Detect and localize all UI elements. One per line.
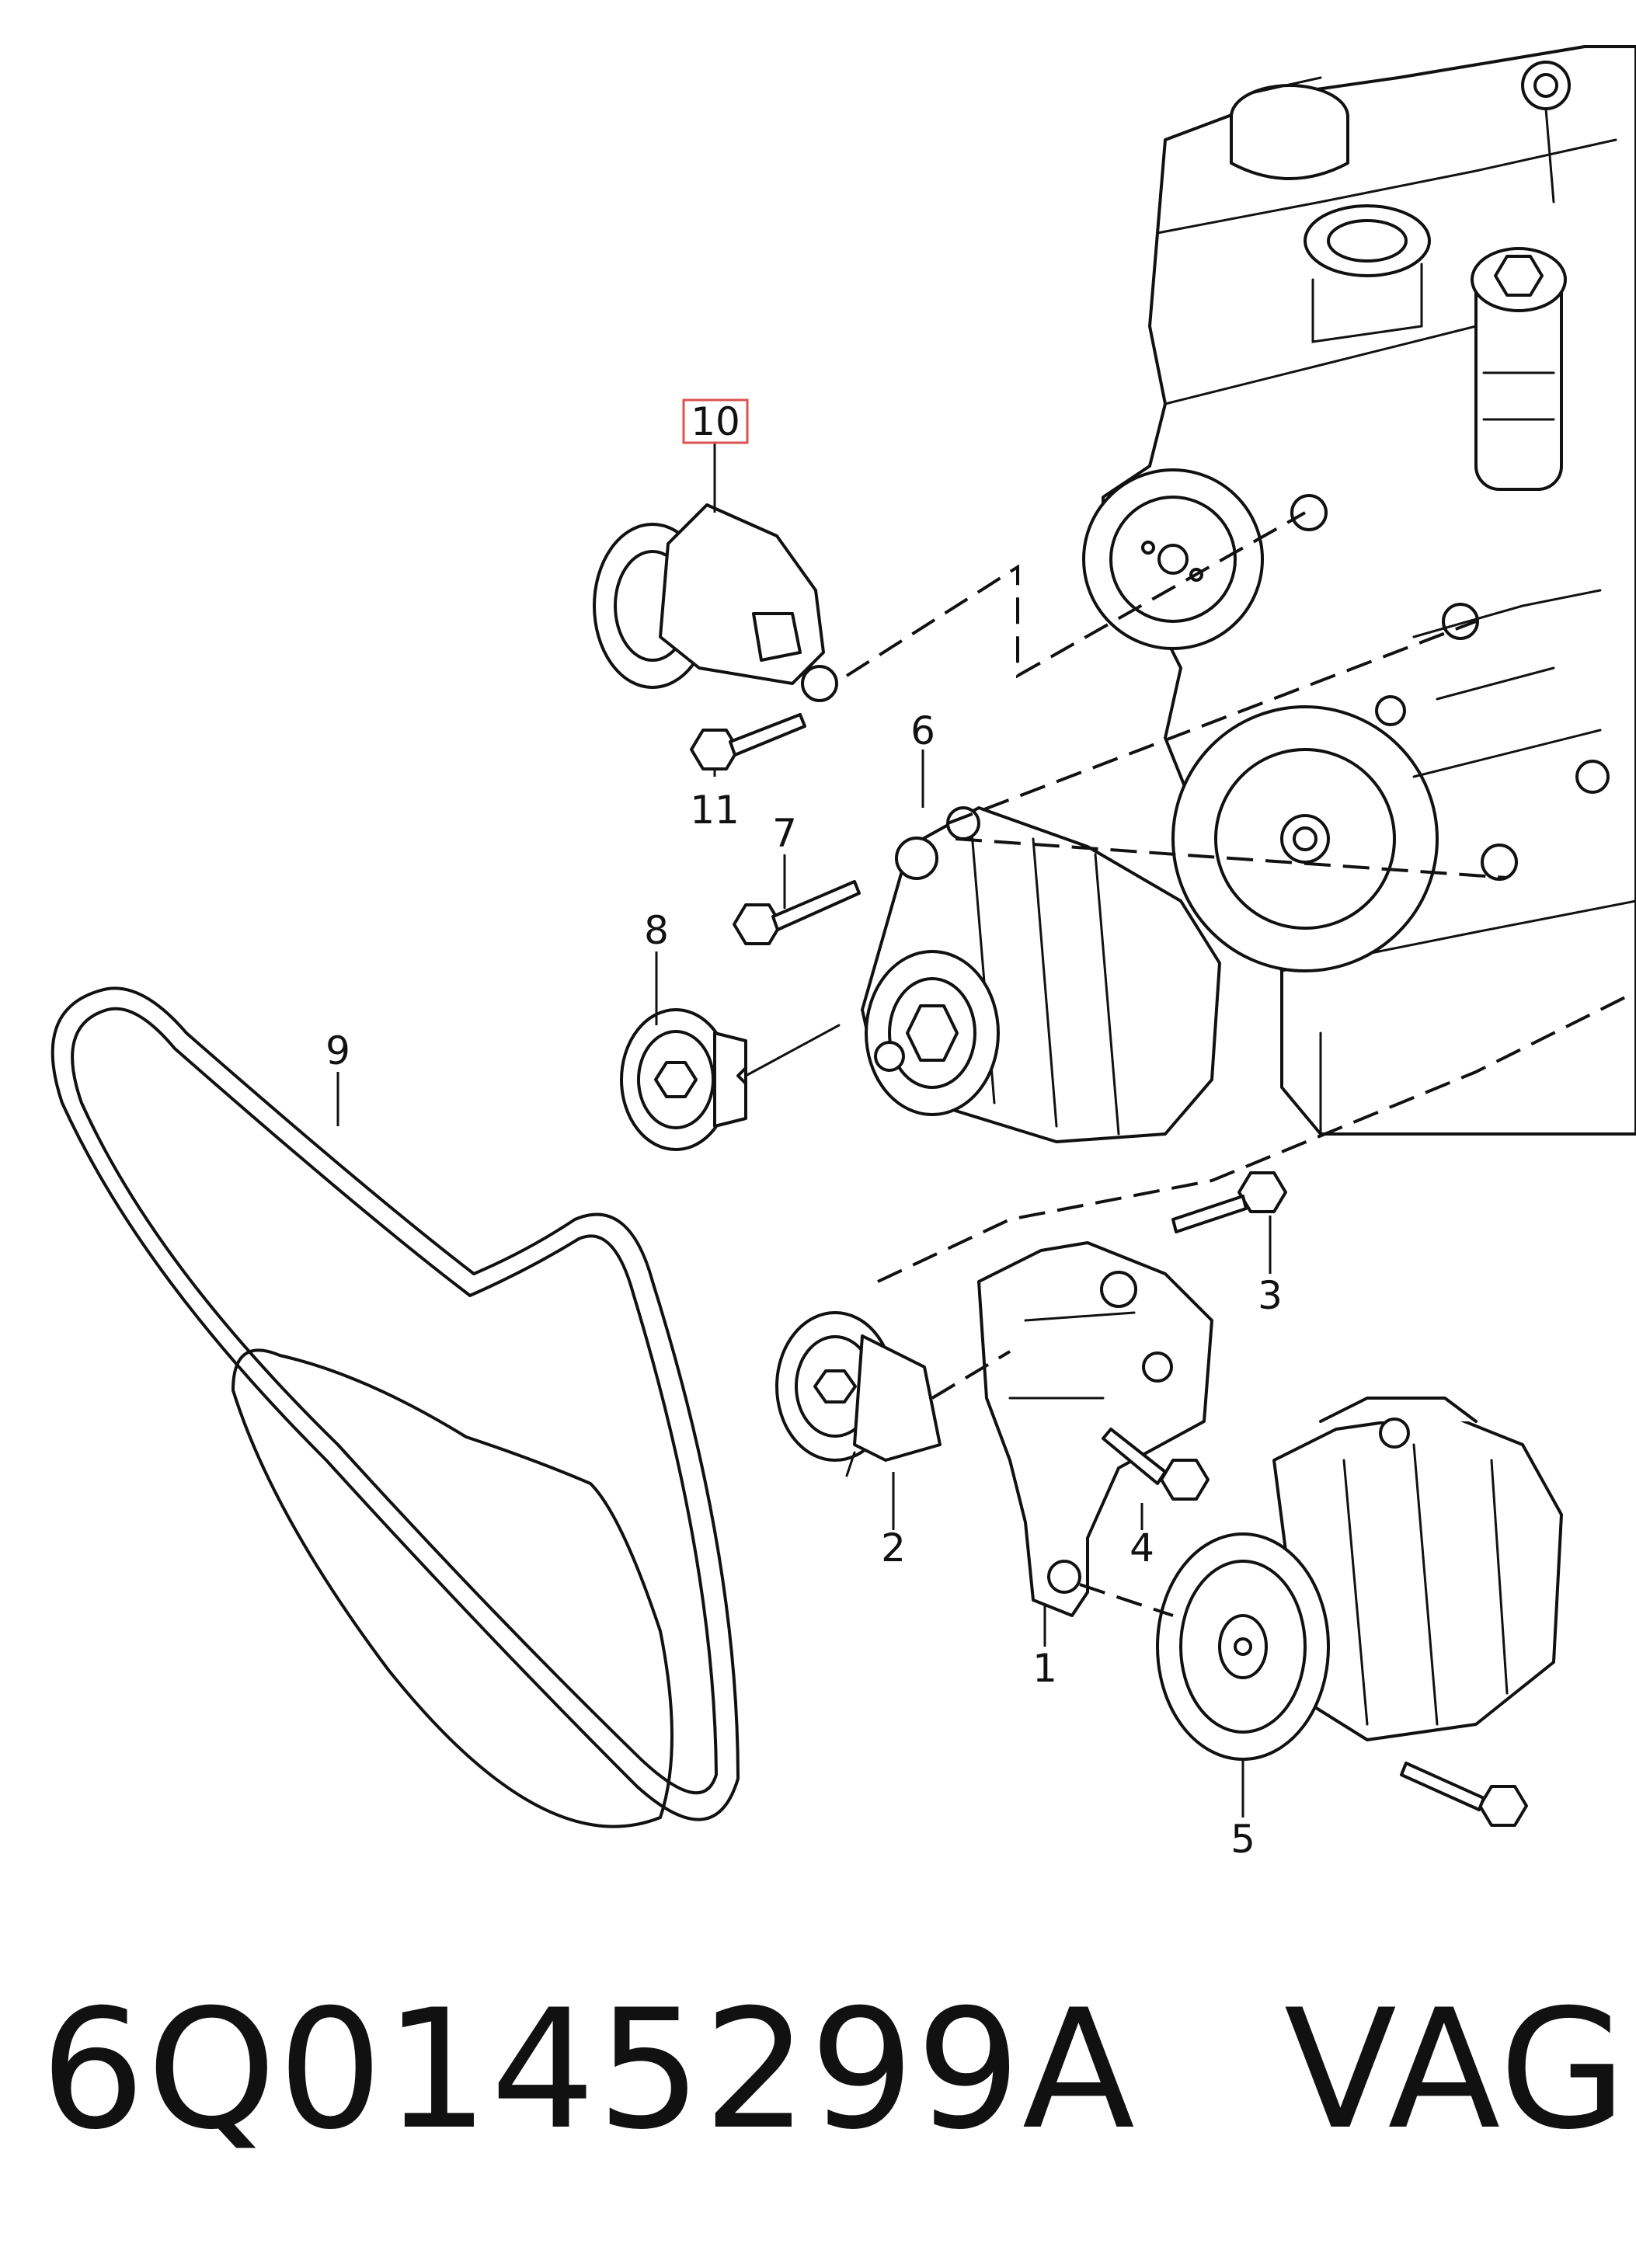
callout-5[interactable]: 5: [1230, 1817, 1255, 1862]
ac-compressor: [1156, 1397, 1563, 1761]
part-caption: 6Q0145299A VAG: [40, 1969, 1627, 2171]
tensioner-pulley: [775, 1311, 942, 1477]
callout-3[interactable]: 3: [1258, 1273, 1283, 1318]
engine-block: [1082, 45, 1636, 1136]
tensioner-assembly: [593, 503, 838, 702]
part-number: 6Q0145299A: [40, 1974, 1136, 2165]
bracket: [977, 1241, 1213, 1617]
callout-8[interactable]: 8: [644, 908, 669, 953]
bolt-7: [733, 880, 861, 945]
callout-10-highlight: [682, 398, 749, 444]
callout-9[interactable]: 9: [325, 1028, 350, 1073]
alternator: [861, 806, 1221, 1143]
callout-4[interactable]: 4: [1130, 1525, 1154, 1571]
callout-7[interactable]: 7: [772, 811, 797, 856]
callout-1[interactable]: 1: [1032, 1646, 1057, 1691]
idler-pulley: [620, 1008, 841, 1151]
callout-11[interactable]: 11: [690, 788, 740, 833]
callout-6[interactable]: 6: [910, 708, 935, 753]
assembly-lines: [845, 511, 1632, 1617]
leader-lines: [336, 443, 1272, 1818]
bolt-4: [1102, 1428, 1210, 1501]
bolt-11: [690, 713, 806, 770]
compressor-bolt: [1400, 1762, 1528, 1827]
callout-10[interactable]: 10: [691, 399, 740, 444]
bolt-3: [1171, 1171, 1287, 1233]
callout-2[interactable]: 2: [881, 1525, 906, 1571]
poly-v-belt: [50, 986, 740, 1828]
brand-name: VAG: [1283, 1974, 1628, 2165]
